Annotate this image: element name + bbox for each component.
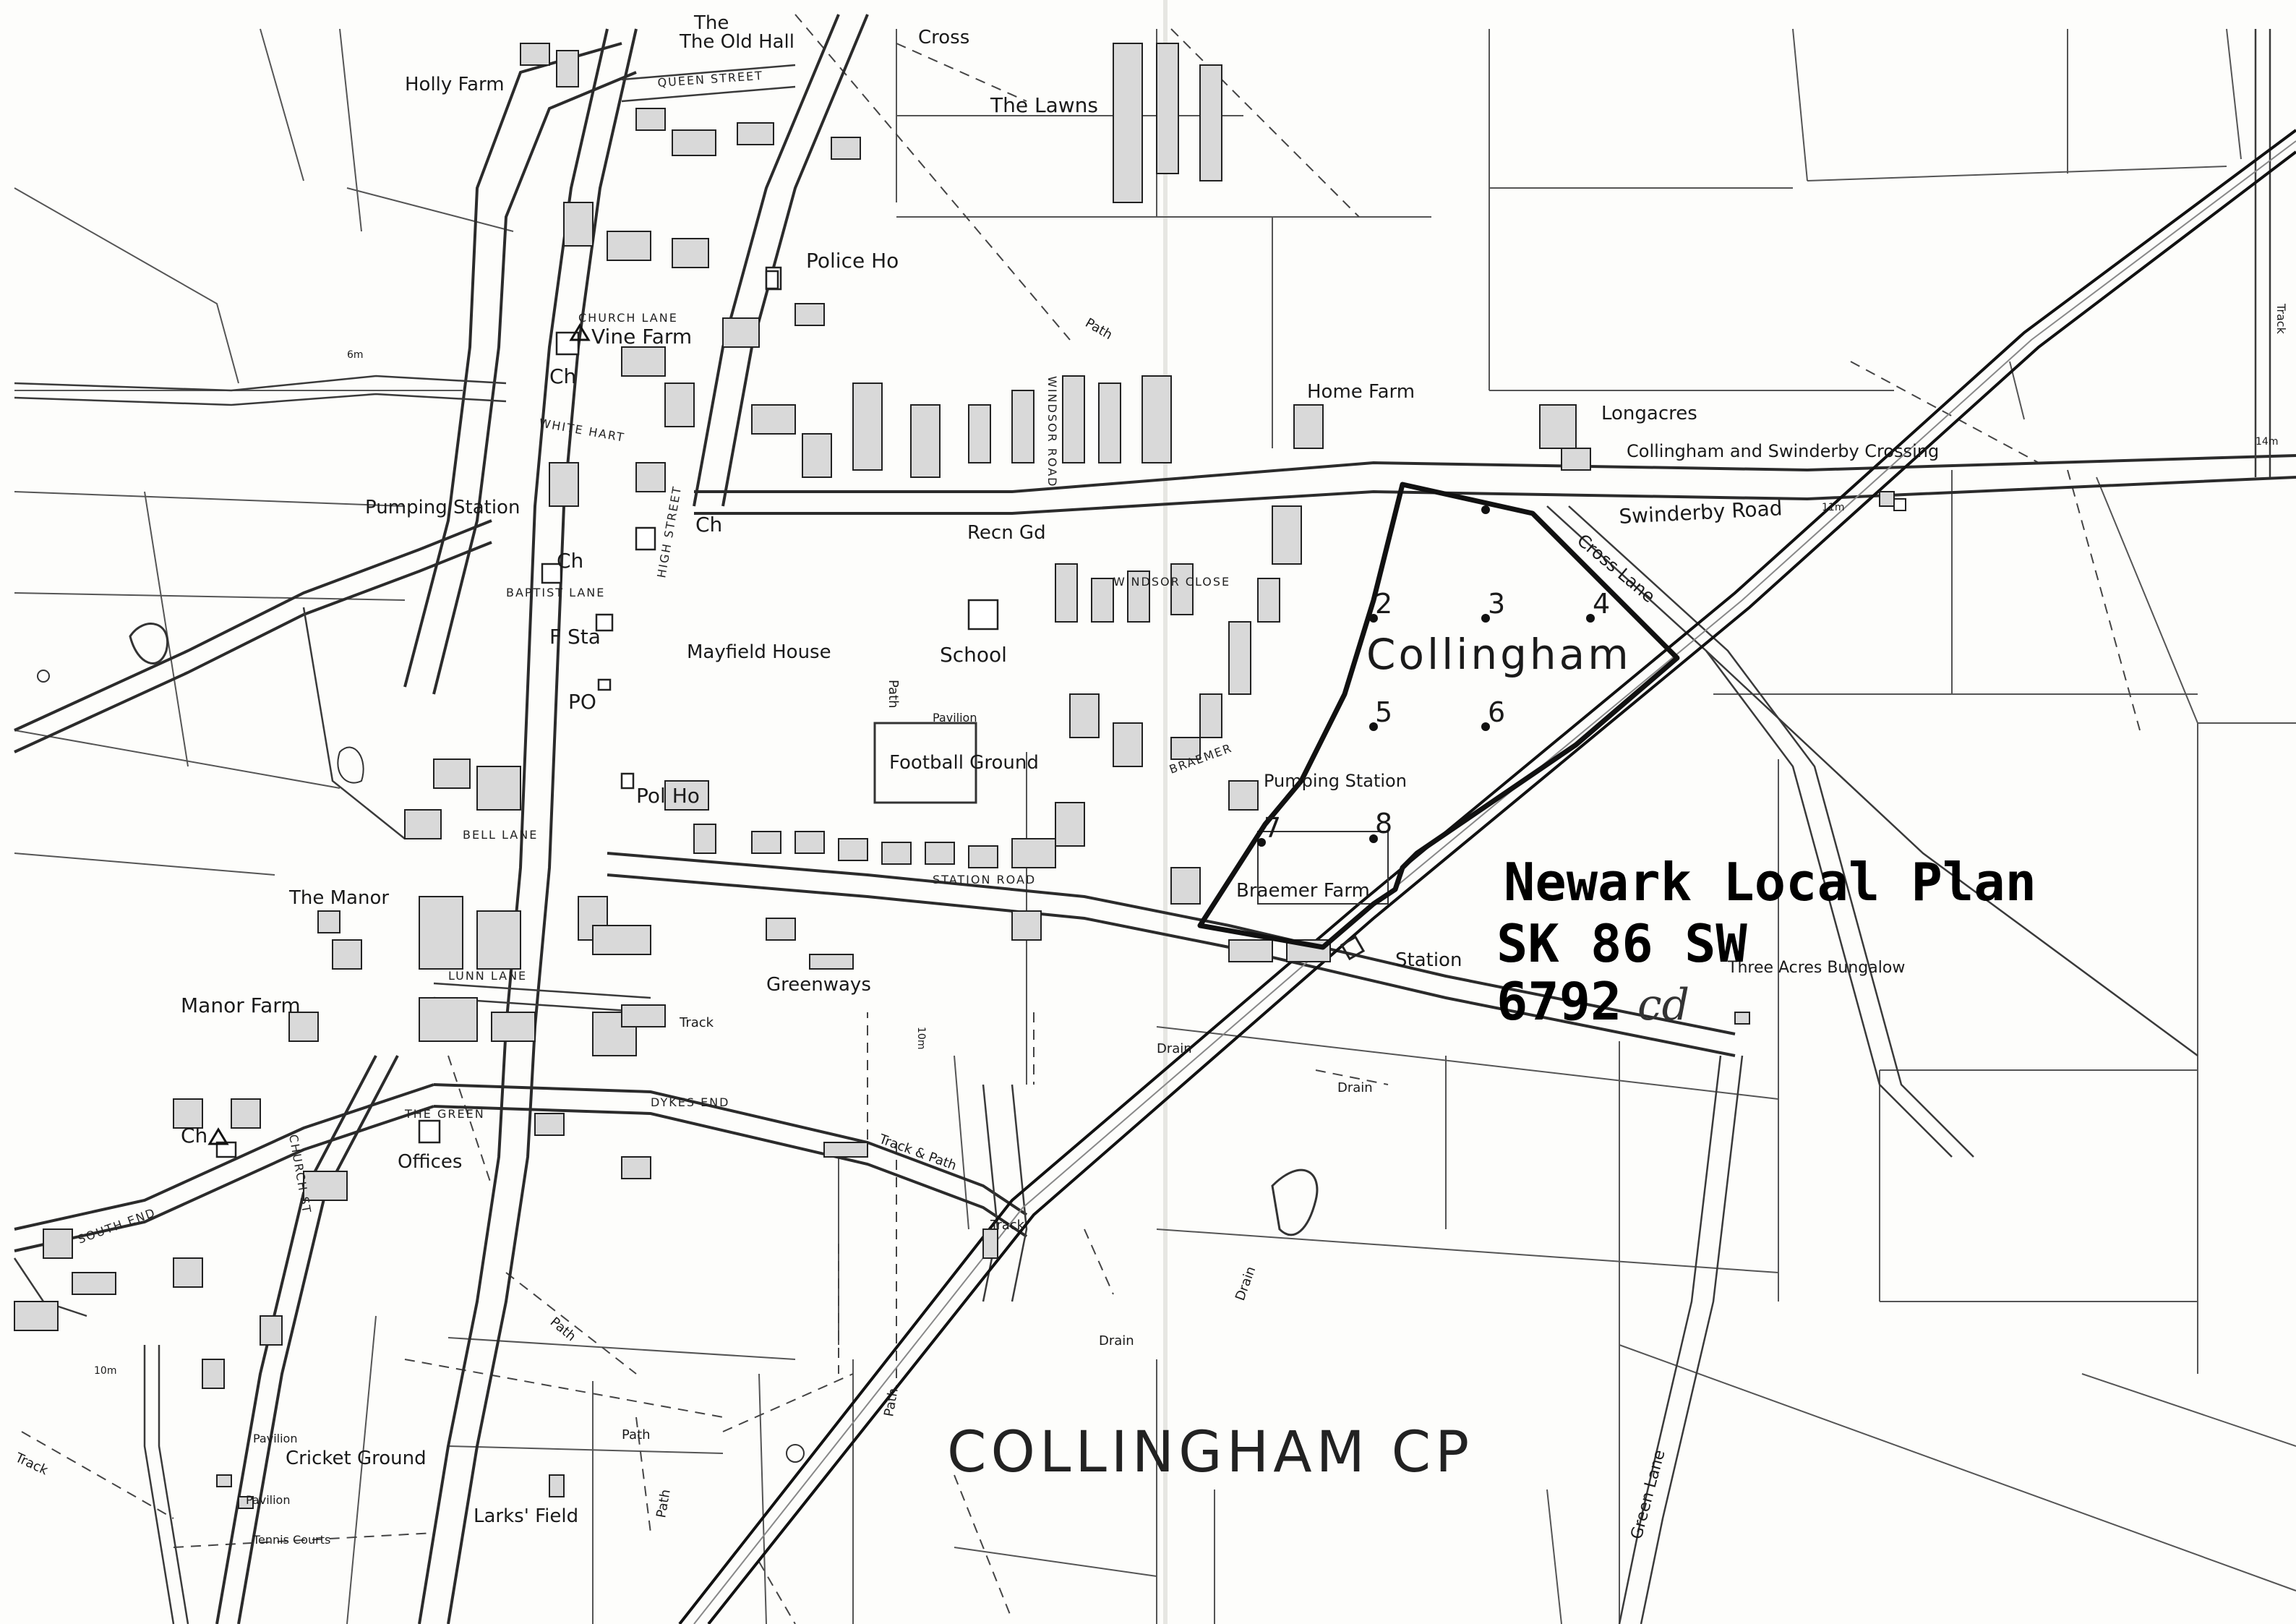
label-longacres: Longacres: [1601, 403, 1697, 424]
buildings: [14, 43, 1895, 1509]
church-icons: [207, 323, 591, 1145]
label-station-road: STATION ROAD: [933, 873, 1036, 886]
label-drain-2: Drain: [1337, 1080, 1373, 1095]
site-point-label: 3: [1488, 588, 1505, 620]
label-po: PO: [568, 690, 596, 714]
label-the-green: THE GREEN: [404, 1107, 485, 1121]
site-point-label: 5: [1375, 696, 1392, 728]
label-pumping-station-e: Pumping Station: [1264, 771, 1407, 791]
site-name-label: Collingham: [1366, 630, 1632, 679]
label-f-sta: F Sta: [549, 625, 601, 649]
label-football-ground: Football Ground: [889, 752, 1039, 774]
label-home-farm: Home Farm: [1307, 381, 1415, 403]
label-drain-3: Drain: [1099, 1333, 1134, 1349]
label-track-4: Track: [2274, 303, 2288, 335]
site-point-labels: 2 3 4 5 6 7 8: [1264, 588, 1610, 844]
label-the: The: [693, 12, 729, 34]
map-features: [37, 498, 1906, 1463]
railway-line: [678, 129, 2296, 1624]
site-point-label: 8: [1375, 808, 1392, 839]
label-pol-ho: Pol Ho: [636, 784, 700, 808]
label-dykes-end: DYKES END: [651, 1095, 729, 1109]
label-ch-4: Ch: [181, 1124, 207, 1148]
site-points: [1257, 505, 1595, 847]
stamp-line-3: 6792: [1496, 971, 1622, 1032]
plan-stamp: Newark Local Plan SK 86 SW 6792 cd: [1496, 852, 2036, 1032]
label-11m: 11m: [1822, 502, 1844, 513]
site-point-label: 7: [1264, 812, 1281, 844]
label-cricket-ground: Cricket Ground: [286, 1448, 427, 1469]
label-lunn-lane: LUNN LANE: [448, 969, 527, 983]
label-path-2: Path: [622, 1427, 651, 1443]
church-icon: [569, 323, 591, 341]
parish-label: COLLINGHAM CP: [947, 1420, 1473, 1485]
label-pumping-station-w: Pumping Station: [365, 497, 520, 518]
stamp-line-2: SK 86 SW: [1496, 913, 1747, 974]
label-vine-farm: Vine Farm: [591, 325, 692, 349]
label-tennis-courts: Tennis Courts: [252, 1533, 330, 1547]
label-offices: Offices: [398, 1151, 462, 1173]
label-school: School: [940, 643, 1007, 667]
label-ch-1: Ch: [549, 364, 576, 388]
label-holly-farm: Holly Farm: [405, 74, 505, 95]
label-pavilion-2: Pavilion: [253, 1432, 297, 1445]
label-windsor-close: WINDSOR CLOSE: [1113, 575, 1230, 589]
label-recn-gd: Recn Gd: [967, 522, 1046, 544]
label-pavilion-3: Pavilion: [246, 1493, 290, 1507]
label-drain-1: Drain: [1157, 1041, 1192, 1056]
label-church-lane: CHURCH LANE: [578, 311, 678, 325]
label-the-manor: The Manor: [288, 887, 389, 909]
label-ch-2: Ch: [695, 513, 722, 537]
label-14m: 14m: [2256, 436, 2278, 448]
church-icon: [207, 1127, 229, 1145]
label-greenways: Greenways: [766, 974, 871, 996]
label-path-5: Path: [886, 680, 901, 709]
label-bell-lane: BELL LANE: [463, 828, 538, 842]
site-boundary: [1197, 482, 1680, 950]
label-cross: Cross: [918, 27, 969, 48]
label-police-ho-top: Police Ho: [806, 249, 899, 273]
label-larks-field: Larks' Field: [474, 1505, 578, 1527]
label-manor-farm: Manor Farm: [181, 993, 301, 1017]
label-station: Station: [1395, 949, 1462, 971]
label-10m-a: 10m: [94, 1365, 116, 1377]
label-10m-b: 10m: [915, 1027, 927, 1049]
label-braemer-farm: Braemer Farm: [1236, 880, 1370, 902]
site-point-label: 2: [1375, 588, 1392, 620]
label-mayfield-house: Mayfield House: [687, 641, 831, 663]
label-old-hall: The Old Hall: [679, 31, 794, 53]
label-ch-3: Ch: [557, 549, 583, 573]
label-windsor-road: WINDSOR ROAD: [1045, 376, 1059, 487]
site-point-label: 4: [1593, 588, 1610, 620]
footpaths: [21, 14, 2141, 1624]
label-three-acres: Three Acres Bungalow: [1727, 959, 1905, 977]
label-pavilion-1: Pavilion: [933, 711, 977, 725]
label-track-2: Track: [990, 1218, 1025, 1233]
label-6m: 6m: [347, 349, 364, 361]
stamp-handwritten: cd: [1637, 980, 1689, 1030]
label-the-lawns: The Lawns: [990, 93, 1098, 117]
stamp-line-1: Newark Local Plan: [1504, 852, 2036, 913]
site-point-label: 6: [1488, 696, 1505, 728]
label-track-1: Track: [679, 1015, 714, 1030]
label-baptist-lane: BAPTIST LANE: [506, 586, 605, 599]
label-crossing: Collingham and Swinderby Crossing: [1627, 441, 1939, 461]
